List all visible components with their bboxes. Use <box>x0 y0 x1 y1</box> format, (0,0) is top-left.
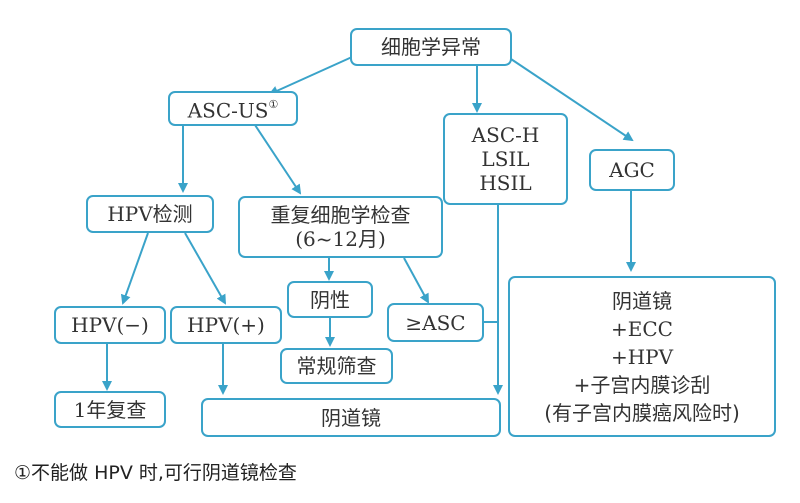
node-label: HPV检测 <box>107 202 193 226</box>
node-label: 常规筛查 <box>296 354 377 378</box>
edge-root-ascus <box>268 56 353 96</box>
node-line: 重复细胞学检查 <box>270 203 411 227</box>
node-label: HPV(+) <box>187 313 265 337</box>
node-cytology-abnormal: 细胞学异常 <box>350 28 512 66</box>
node-agc: AGC <box>589 149 675 191</box>
edge-root-agc <box>507 56 634 142</box>
node-one-year-recheck: 1年复查 <box>54 391 166 428</box>
node-line: +ECC <box>611 316 673 341</box>
node-asc-us: ASC-US① <box>168 91 298 126</box>
node-line: HSIL <box>479 171 532 195</box>
edge-hpv-neg <box>120 232 149 305</box>
node-label: 细胞学异常 <box>381 35 481 59</box>
node-label-wrap: ASC-US① <box>188 95 279 123</box>
node-line: 阴道镜 <box>612 288 672 313</box>
node-line: ASC-H <box>471 123 540 147</box>
node-ge-asc: ≥ASC <box>387 303 484 342</box>
node-line: (6~12月) <box>295 227 386 251</box>
node-label: 阴性 <box>310 287 350 312</box>
node-label: AGC <box>609 158 655 182</box>
node-line: LSIL <box>481 147 530 171</box>
node-routine-screening: 常规筛查 <box>280 348 393 384</box>
node-hpv-negative: HPV(−) <box>54 306 166 344</box>
node-agc-plan: 阴道镜 +ECC +HPV +子宫内膜诊刮 (有子宫内膜癌风险时) <box>508 276 776 437</box>
node-line: (有子宫内膜癌风险时) <box>544 400 740 425</box>
node-negative: 阴性 <box>287 281 373 318</box>
node-high-grade: ASC-H LSIL HSIL <box>443 113 568 205</box>
footnote-marker: ① <box>268 97 279 111</box>
node-colposcopy: 阴道镜 <box>201 398 501 437</box>
node-hpv-test: HPV检测 <box>86 195 214 233</box>
node-label: HPV(−) <box>71 313 149 337</box>
edge-ascus-repeat <box>254 124 302 195</box>
node-label: ASC-US <box>187 98 269 123</box>
node-label: 1年复查 <box>73 397 147 422</box>
node-line: +HPV <box>610 344 674 369</box>
footnote-text: ①不能做 HPV 时,可行阴道镜检查 <box>14 462 297 484</box>
node-label: 阴道镜 <box>321 405 381 430</box>
node-label: ≥ASC <box>405 310 466 335</box>
node-hpv-positive: HPV(+) <box>170 306 282 344</box>
node-repeat-cytology: 重复细胞学检查 (6~12月) <box>238 196 443 258</box>
node-line: +子宫内膜诊刮 <box>573 372 711 397</box>
edge-repeat-ge-asc <box>403 257 429 304</box>
edge-hpv-pos <box>184 232 226 305</box>
